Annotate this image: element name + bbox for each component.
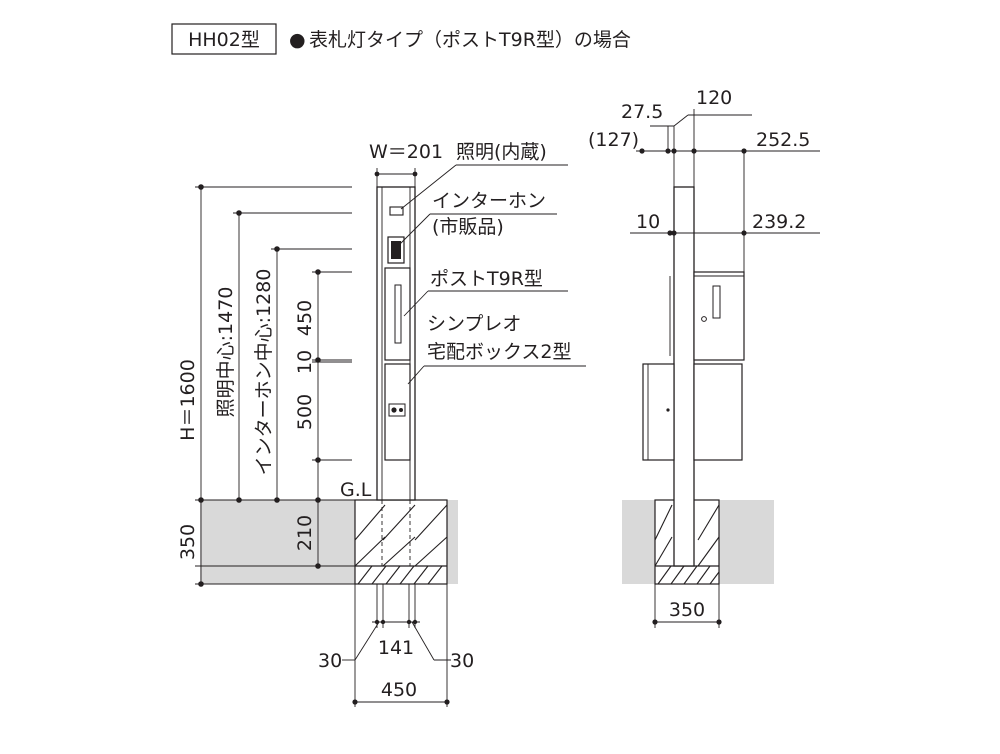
pole-side xyxy=(673,186,695,567)
dim-450-label: 450 xyxy=(294,300,316,336)
lighting-label: 照明(内蔵) xyxy=(456,141,547,163)
dim-450-base-label: 450 xyxy=(381,679,417,701)
height-total-label: H＝1600 xyxy=(177,359,199,441)
dim-210-label: 210 xyxy=(294,515,316,551)
delivery-label-2: 宅配ボックス2型 xyxy=(427,341,572,363)
foundation-hatch-front xyxy=(354,504,448,567)
dim-350-side-label: 350 xyxy=(669,599,705,621)
dim-10-side-label: 10 xyxy=(636,211,660,233)
intercom-center-label: インターホン中心:1280 xyxy=(253,269,275,476)
dim-10-label: 10 xyxy=(294,350,316,374)
intercom-label: インターホン xyxy=(432,190,546,212)
gravel-front xyxy=(357,565,443,585)
page-title: 表札灯タイプ（ポストT9R型）の場合 xyxy=(309,29,631,51)
light-center-label: 照明中心:1470 xyxy=(215,287,237,418)
foundation-hatch-side xyxy=(654,504,720,567)
delivery-label-1: シンプレオ xyxy=(427,313,521,335)
dim-127-label: (127) xyxy=(588,129,639,151)
dim-239-2-label: 239.2 xyxy=(752,211,806,233)
dim-350-label: 350 xyxy=(177,524,199,560)
gravel-side xyxy=(657,565,720,585)
dim-500-label: 500 xyxy=(294,394,316,430)
foundation-front xyxy=(354,499,448,585)
dim-30-right-label: 30 xyxy=(450,650,474,672)
intercom-sub-label: (市販品) xyxy=(432,216,504,238)
dim-120-label: 120 xyxy=(696,87,732,109)
dim-27-5-label: 27.5 xyxy=(621,101,663,123)
dim-252-5-label: 252.5 xyxy=(756,129,810,151)
model-box xyxy=(171,23,277,55)
model-label: HH02型 xyxy=(188,29,260,51)
dimension-dots-front xyxy=(198,171,418,587)
width-label: W＝201 xyxy=(369,141,443,163)
post-label: ポストT9R型 xyxy=(430,268,543,290)
dim-30-left-label: 30 xyxy=(318,650,342,672)
lighting-unit xyxy=(389,206,404,216)
dimension-dots-side xyxy=(639,148,747,625)
title-bullet: ● xyxy=(289,29,306,51)
gl-label: G.L xyxy=(340,479,372,501)
delivery-lock xyxy=(388,403,406,417)
dim-141-label: 141 xyxy=(378,637,414,659)
